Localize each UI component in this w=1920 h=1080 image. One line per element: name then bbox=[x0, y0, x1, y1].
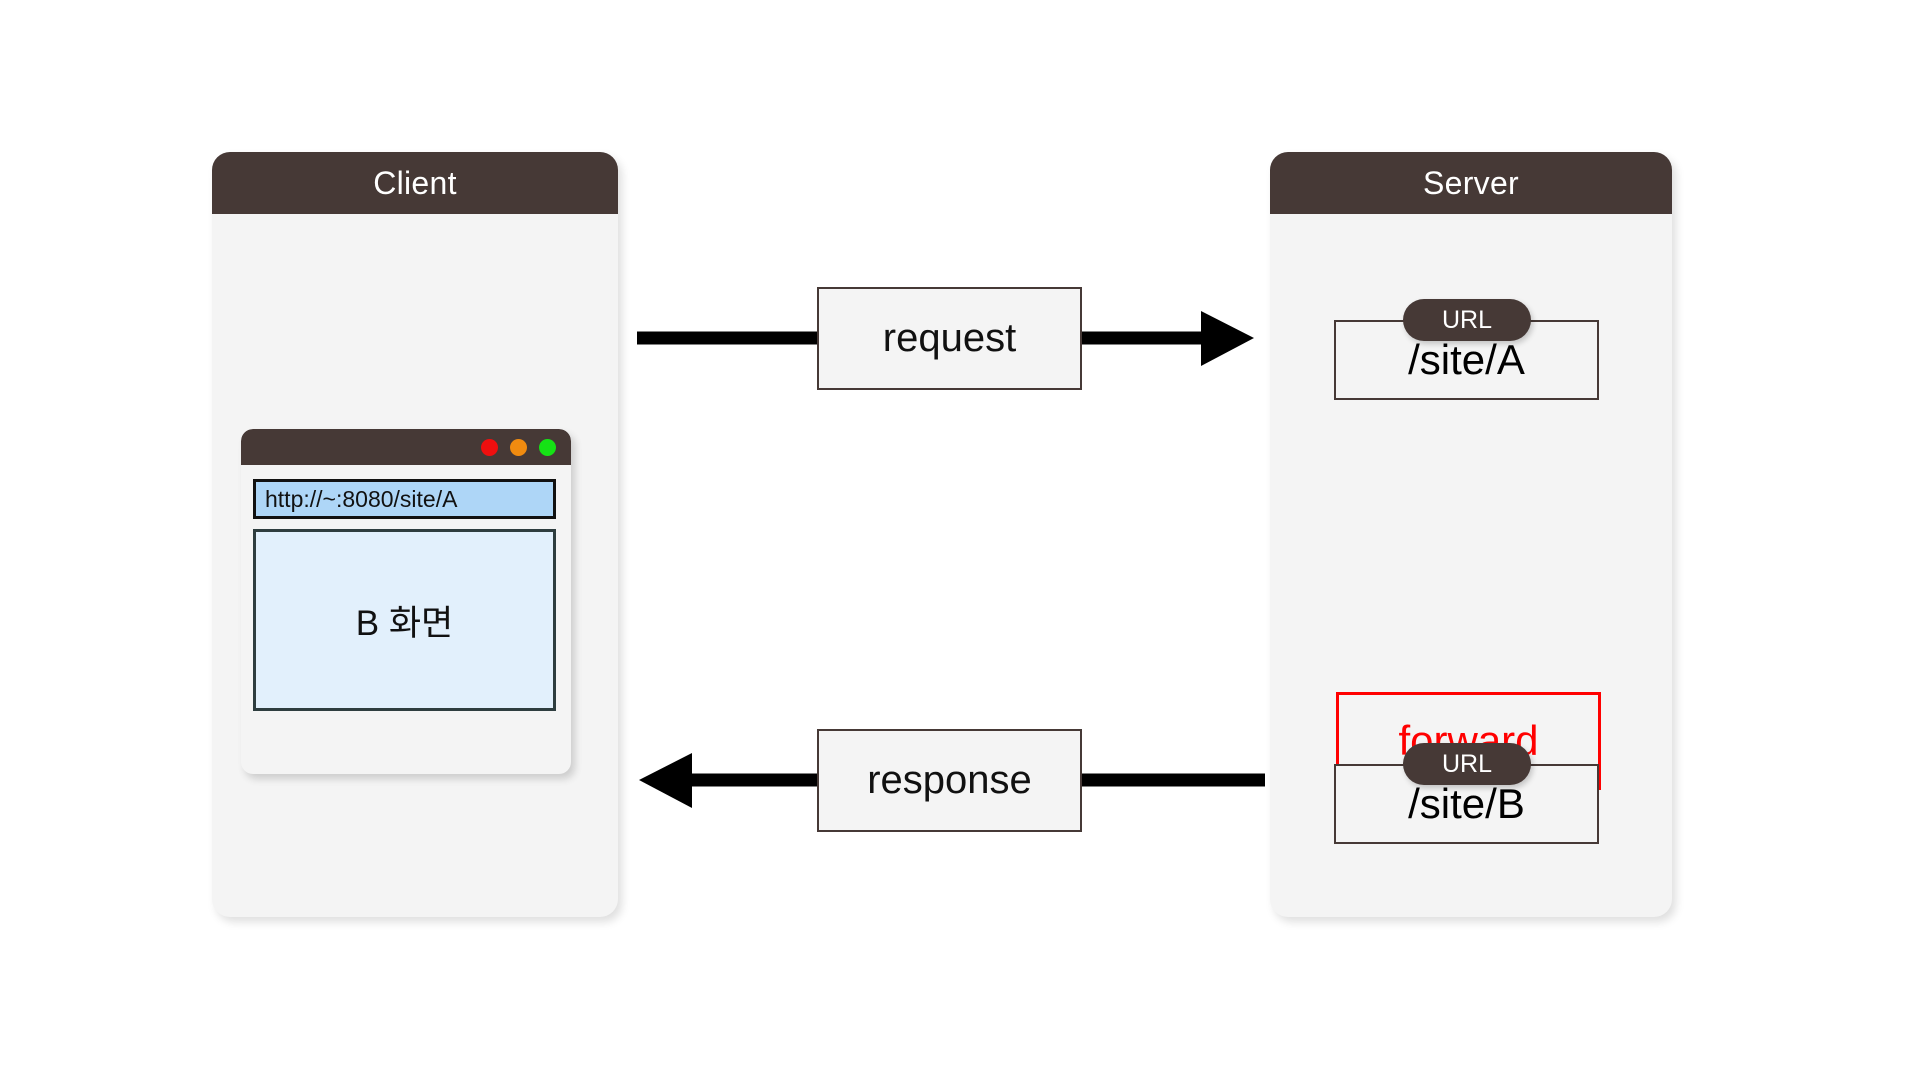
client-panel-title: Client bbox=[212, 152, 618, 214]
url-badge-a: URL bbox=[1403, 299, 1531, 341]
response-arrowhead bbox=[639, 753, 692, 808]
server-panel-body: /site/A URL forward /site/B URL bbox=[1270, 214, 1672, 917]
url-badge-b: URL bbox=[1403, 743, 1531, 785]
browser-window-mockup[interactable]: http://~:8080/site/A B 화면 bbox=[241, 429, 571, 774]
request-flow-label: request bbox=[817, 287, 1082, 390]
minimize-orange-icon[interactable] bbox=[510, 438, 527, 456]
close-red-icon[interactable] bbox=[481, 438, 498, 456]
browser-address-input[interactable]: http://~:8080/site/A bbox=[253, 479, 556, 519]
server-panel: Server /site/A URL forward /site/B URL bbox=[1270, 152, 1672, 917]
browser-content-area: B 화면 bbox=[253, 529, 556, 711]
browser-titlebar bbox=[241, 429, 571, 465]
maximize-green-icon[interactable] bbox=[539, 438, 556, 456]
request-arrowhead bbox=[1201, 311, 1254, 366]
response-flow-label: response bbox=[817, 729, 1082, 832]
client-panel-body: http://~:8080/site/A B 화면 bbox=[212, 214, 618, 917]
client-panel: Client http://~:8080/site/A B 화면 bbox=[212, 152, 618, 917]
server-panel-title: Server bbox=[1270, 152, 1672, 214]
